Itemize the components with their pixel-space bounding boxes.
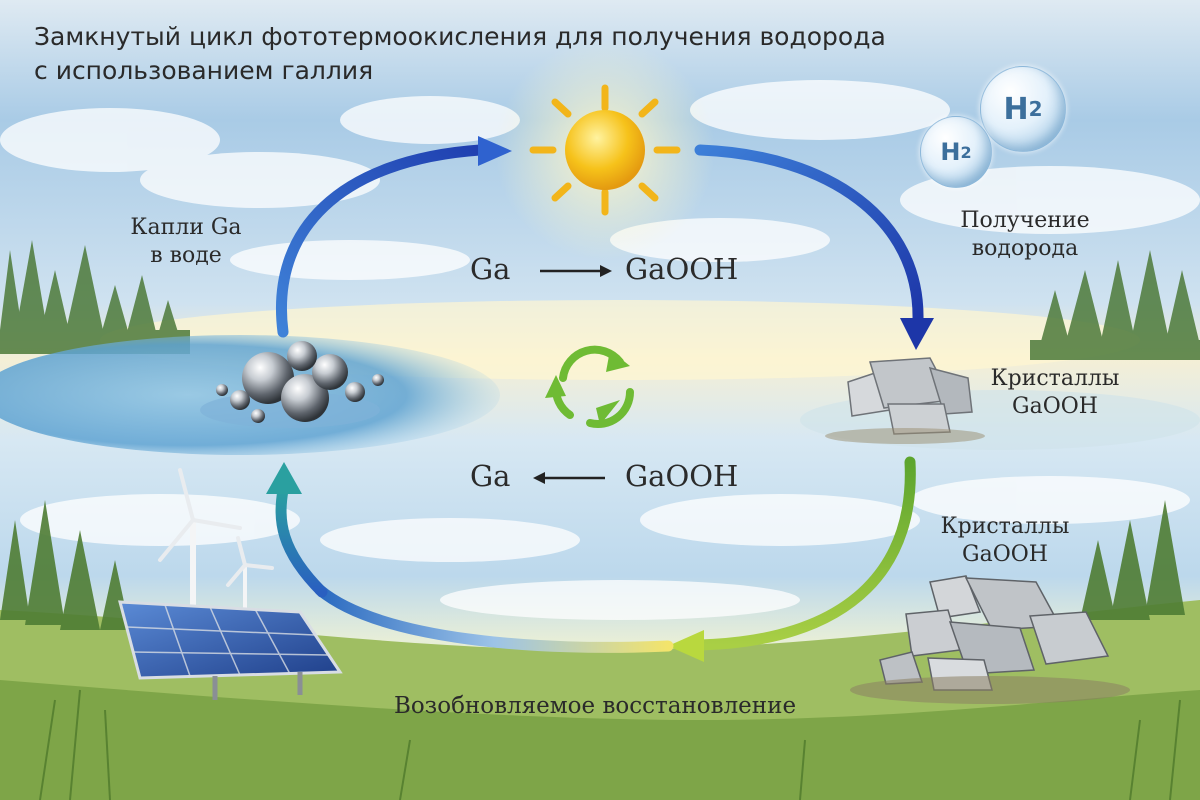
title-line-1: Замкнутый цикл фототермоокисления для по… <box>34 22 886 51</box>
crystals-top-line-1: Кристаллы <box>990 366 1120 391</box>
crystals-bottom-line-2: GaOOH <box>962 542 1048 567</box>
h2-symbol: H <box>940 138 961 166</box>
h2-symbol: H <box>1003 91 1029 127</box>
ga-drops-line-1: Капли Ga <box>130 215 242 240</box>
oxidation-right: GaOOH <box>625 252 739 286</box>
crystals-bottom-label: Кристаллы GaOOH <box>930 513 1080 569</box>
page-title: Замкнутый цикл фототермоокисления для по… <box>34 20 1034 88</box>
reduction-left: Ga <box>470 459 511 493</box>
h2-subscript: 2 <box>1028 97 1043 121</box>
hydrogen-label: Получение водорода <box>950 207 1100 263</box>
title-line-2: с использованием галлия <box>34 56 374 85</box>
ga-drops-line-2: в воде <box>150 243 222 268</box>
ga-drops-label: Капли Ga в воде <box>118 214 254 270</box>
crystals-bottom-line-1: Кристаллы <box>940 514 1070 539</box>
crystals-top-label: Кристаллы GaOOH <box>980 365 1130 421</box>
crystals-top-line-2: GaOOH <box>1012 394 1098 419</box>
reduction-right: GaOOH <box>625 459 739 493</box>
h2-subscript: 2 <box>960 142 972 162</box>
hydrogen-line-1: Получение <box>960 208 1090 233</box>
oxidation-left: Ga <box>470 252 511 286</box>
renewable-label: Возобновляемое восстановление <box>393 693 797 719</box>
hydrogen-line-2: водорода <box>971 236 1079 261</box>
